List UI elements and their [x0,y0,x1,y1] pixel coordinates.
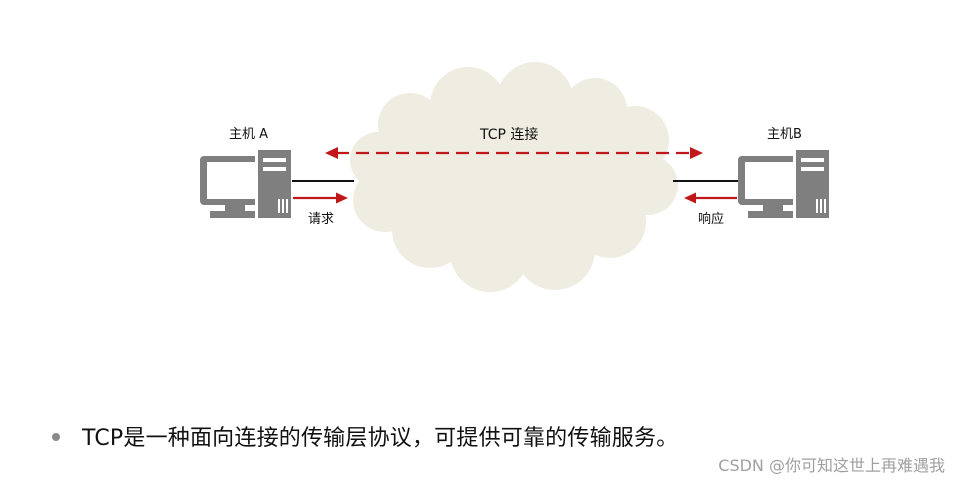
bullet-description: TCP是一种面向连接的传输层协议，可提供可靠的传输服务。 [52,421,678,451]
tcp-connection-right-arrowhead-icon [690,147,703,159]
tcp-connection-label: TCP 连接 [479,126,538,143]
response-arrowhead-icon [684,192,696,204]
host-a-computer-icon [200,149,292,219]
bullet-icon [52,433,60,441]
host-b-computer-icon [738,149,830,219]
response-label: 响应 [698,211,724,227]
tcp-connection-left-arrowhead-icon [325,147,338,159]
watermark: CSDN @你可知这世上再难遇我 [718,456,945,475]
network-cloud [350,62,678,292]
host-b-label: 主机B [767,127,802,142]
host-a-label: 主机 A [229,127,268,142]
request-label: 请求 [308,212,334,227]
bullet-text: TCP是一种面向连接的传输层协议，可提供可靠的传输服务。 [82,426,679,451]
request-arrowhead-icon [336,192,348,204]
